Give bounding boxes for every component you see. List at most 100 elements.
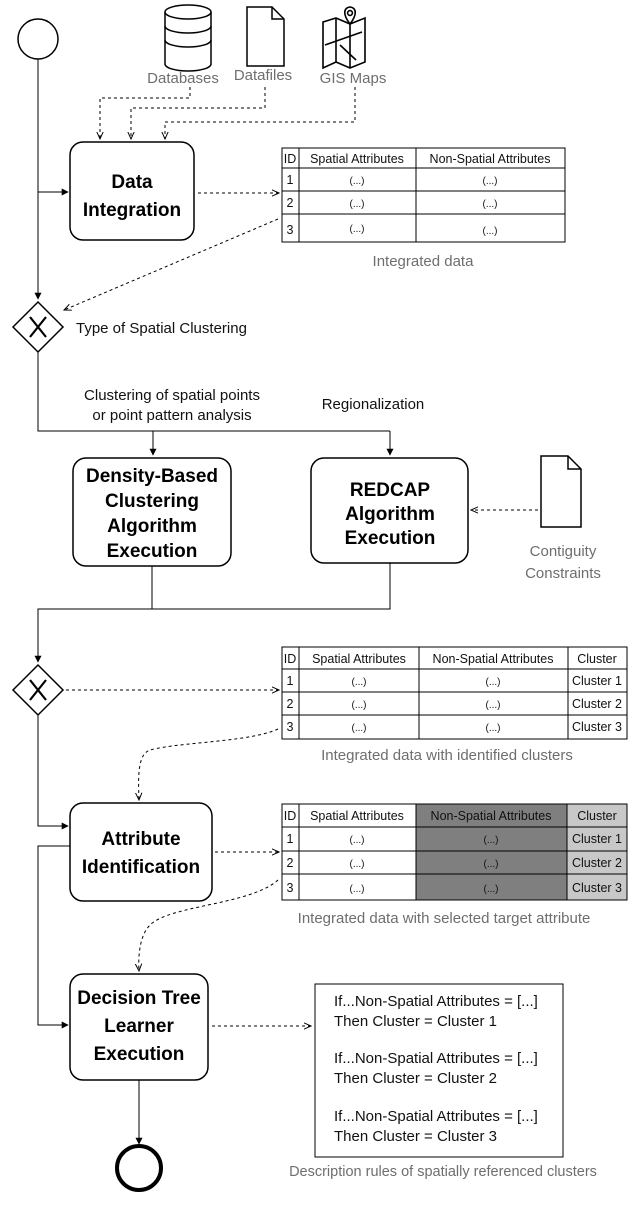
attribute-line-2: Identification xyxy=(82,857,200,878)
density-line-3: Algorithm xyxy=(107,516,197,537)
table3-caption: Integrated data with selected target att… xyxy=(298,910,591,927)
table1-row2-id: 2 xyxy=(287,196,294,210)
gis-maps-flow xyxy=(165,87,356,139)
rule1-condition: If...Non-Spatial Attributes = [...] xyxy=(334,993,538,1010)
table3-row3-id: 3 xyxy=(287,881,294,895)
table1-row2-spatial: (...) xyxy=(350,199,365,210)
table3-row3-cluster: Cluster 3 xyxy=(572,881,622,895)
rules-caption: Description rules of spatially reference… xyxy=(289,1164,597,1180)
table2-header-nonspatial: Non-Spatial Attributes xyxy=(433,652,554,666)
redcap-line-1: REDCAP xyxy=(350,480,431,501)
table2-row1-cluster: Cluster 1 xyxy=(572,674,622,688)
table2-row1-id: 1 xyxy=(287,674,294,688)
attribute-line-1: Attribute xyxy=(101,829,180,850)
rule2-condition: If...Non-Spatial Attributes = [...] xyxy=(334,1050,538,1067)
datafiles-flow xyxy=(131,87,266,139)
density-line-1: Density-Based xyxy=(86,466,218,487)
table3-row2-nonspatial: (...) xyxy=(484,859,499,870)
contiguity-label-1: Contiguity xyxy=(530,543,597,560)
table2-row2-spatial: (...) xyxy=(352,700,367,711)
table1-header-id: ID xyxy=(284,152,297,166)
table1-row1-nonspatial: (...) xyxy=(483,176,498,187)
gis-maps-label: GIS Maps xyxy=(320,70,387,87)
table2-row3-nonspatial: (...) xyxy=(486,723,501,734)
table1-row2-nonspatial: (...) xyxy=(483,199,498,210)
redcap-line-2: Algorithm xyxy=(345,504,435,525)
attribute-to-decision-flow xyxy=(37,845,70,1029)
table2-row2-id: 2 xyxy=(287,697,294,711)
table3-row2-spatial: (...) xyxy=(350,859,365,870)
density-line-2: Clustering xyxy=(105,491,199,512)
table3-row3-nonspatial: (...) xyxy=(484,884,499,895)
data-integration-line-2: Integration xyxy=(83,200,181,221)
decision-line-3: Execution xyxy=(94,1044,185,1065)
table1-row3-nonspatial: (...) xyxy=(483,226,498,237)
table1-header-nonspatial: Non-Spatial Attributes xyxy=(430,152,551,166)
table1-row3-id: 3 xyxy=(287,223,294,237)
data-integration-task xyxy=(69,141,195,241)
description-rules-box: If...Non-Spatial Attributes = [...] Then… xyxy=(314,983,564,1158)
table3-header-cluster: Cluster xyxy=(577,809,617,823)
table3-header-nonspatial: Non-Spatial Attributes xyxy=(431,809,552,823)
target-attribute-table: ID Spatial Attributes Non-Spatial Attrib… xyxy=(281,803,628,901)
table1-row3-spatial: (...) xyxy=(350,224,365,235)
datafile-icon xyxy=(246,6,285,67)
table1-row1-spatial: (...) xyxy=(350,176,365,187)
rule1-result: Then Cluster = Cluster 1 xyxy=(334,1013,497,1030)
table3-header-id: ID xyxy=(284,809,297,823)
gateway2-to-attribute-flow xyxy=(37,715,69,830)
rule3-condition: If...Non-Spatial Attributes = [...] xyxy=(334,1108,538,1125)
table3-row3-spatial: (...) xyxy=(350,884,365,895)
table2-header-id: ID xyxy=(284,652,297,666)
table2-row1-nonspatial: (...) xyxy=(486,677,501,688)
table2-caption: Integrated data with identified clusters xyxy=(321,747,573,764)
identified-clusters-table: ID Spatial Attributes Non-Spatial Attrib… xyxy=(281,646,628,740)
rule3-result: Then Cluster = Cluster 3 xyxy=(334,1128,497,1145)
table3-to-decision-flow xyxy=(139,879,279,971)
gateway-branches xyxy=(37,352,390,432)
table2-row3-cluster: Cluster 3 xyxy=(572,720,622,734)
exclusive-gateway-1 xyxy=(11,300,65,354)
table2-header-spatial: Spatial Attributes xyxy=(312,652,406,666)
table2-row2-nonspatial: (...) xyxy=(486,700,501,711)
data-integration-line-1: Data xyxy=(111,172,153,193)
decision-line-2: Learner xyxy=(104,1016,174,1037)
datafiles-label: Datafiles xyxy=(234,67,292,84)
databases-flow xyxy=(100,87,191,139)
density-line-4: Execution xyxy=(107,541,198,562)
table3-header-spatial: Spatial Attributes xyxy=(310,809,404,823)
contiguity-label-2: Constraints xyxy=(525,565,601,582)
branch-label-regionalization: Regionalization xyxy=(322,396,425,413)
redcap-line-3: Execution xyxy=(345,528,436,549)
table3-row2-id: 2 xyxy=(287,856,294,870)
end-event xyxy=(115,1144,163,1192)
branch-label-clustering-2: or point pattern analysis xyxy=(92,407,251,424)
table3-row1-cluster: Cluster 1 xyxy=(572,832,622,846)
table2-row3-spatial: (...) xyxy=(352,723,367,734)
databases-label: Databases xyxy=(147,70,219,87)
table1-to-gateway-flow xyxy=(64,218,279,310)
table1-row1-id: 1 xyxy=(287,173,294,187)
table2-to-attribute-flow xyxy=(139,728,279,800)
exclusive-gateway-2 xyxy=(11,663,65,717)
attribute-identification-task xyxy=(69,802,213,902)
merge-flow xyxy=(37,563,391,661)
table3-row1-id: 1 xyxy=(287,832,294,846)
table1-caption: Integrated data xyxy=(373,253,475,270)
gateway1-label: Type of Spatial Clustering xyxy=(76,320,247,337)
gis-map-icon xyxy=(322,6,366,70)
table3-row2-cluster: Cluster 2 xyxy=(572,856,622,870)
table2-row2-cluster: Cluster 2 xyxy=(572,697,622,711)
database-icon xyxy=(164,4,212,72)
start-event xyxy=(17,18,59,60)
start-to-integration-flow xyxy=(37,59,69,196)
table3-row1-spatial: (...) xyxy=(350,835,365,846)
decision-line-1: Decision Tree xyxy=(77,988,201,1009)
table3-row1-nonspatial: (...) xyxy=(484,835,499,846)
table1-header-spatial: Spatial Attributes xyxy=(310,152,404,166)
branch-label-clustering-1: Clustering of spatial points xyxy=(84,387,260,404)
contiguity-document-icon xyxy=(540,455,582,528)
rule2-result: Then Cluster = Cluster 2 xyxy=(334,1070,497,1087)
table2-header-cluster: Cluster xyxy=(577,652,617,666)
